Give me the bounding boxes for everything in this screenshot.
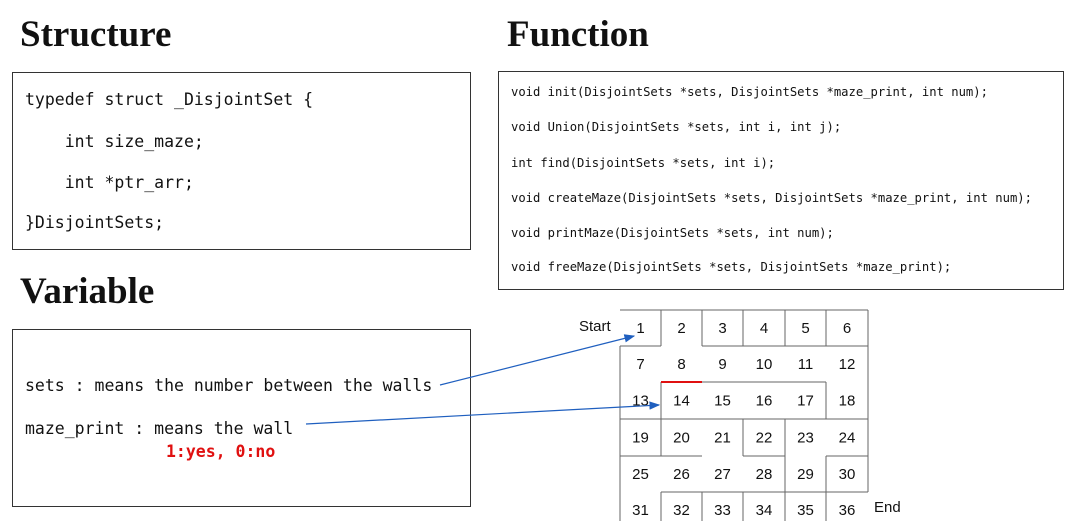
maze-cell-label: 2 [677,320,685,337]
sets-variable-line: sets : means the number between the wall… [25,376,433,395]
maze-cell-label: 17 [797,393,814,410]
sets-arrow [439,334,636,386]
structure-line: int *ptr_arr; [25,173,194,192]
maze-cell-label: 29 [797,466,814,483]
maze-cell-label: 15 [714,393,731,410]
maze-cell-label: 24 [839,430,856,447]
maze-cell-label: 14 [673,393,690,410]
function-line: void Union(DisjointSets *sets, int i, in… [511,120,842,134]
structure-line: }DisjointSets; [25,213,165,232]
maze-cell-label: 9 [718,356,726,373]
start-label: Start [579,318,612,335]
maze-cell-label: 30 [839,466,856,483]
maze-walls [619,309,869,521]
maze-cell-label: 25 [632,466,649,483]
variable-heading: Variable [20,271,155,312]
maze-cell-label: 5 [801,320,809,337]
maze-cell-label: 33 [714,502,731,519]
end-label: End [874,499,901,516]
maze-cell-label: 12 [839,356,856,373]
maze-print-variable-line: maze_print : means the wall [25,419,294,438]
maze-cell-label: 27 [714,466,731,483]
maze-cell-label: 10 [756,356,773,373]
structure-box: typedef struct _DisjointSet { int size_m… [12,72,471,250]
structure-line: int size_maze; [25,132,204,151]
function-line: void createMaze(DisjointSets *sets, Disj… [511,191,1032,205]
maze-cell-label: 26 [673,466,690,483]
maze-cell-label: 32 [673,502,690,519]
maze-print-legend: 1:yes, 0:no [166,442,276,461]
maze-cell-label: 13 [632,393,649,410]
maze-cell-label: 16 [756,393,773,410]
maze-print-arrow [305,401,661,425]
function-line: void printMaze(DisjointSets *sets, int n… [511,226,834,240]
maze-cell-label: 23 [797,430,814,447]
function-line: void freeMaze(DisjointSets *sets, Disjoi… [511,260,952,274]
maze-cell-label: 11 [798,356,814,373]
function-line: int find(DisjointSets *sets, int i); [511,156,776,170]
structure-line: typedef struct _DisjointSet { [25,90,314,109]
maze-cell-label: 22 [756,430,773,447]
maze-cell-label: 7 [636,356,644,373]
function-box: void init(DisjointSets *sets, DisjointSe… [498,71,1064,290]
function-line: void init(DisjointSets *sets, DisjointSe… [511,85,988,99]
structure-heading: Structure [20,14,172,55]
maze-cell-label: 1 [636,320,644,337]
maze-cell-label: 19 [632,430,649,447]
maze-cell-label: 21 [714,430,731,447]
maze-cell-label: 31 [632,502,649,519]
variable-box: sets : means the number between the wall… [12,329,471,507]
maze-cell-label: 6 [843,320,851,337]
maze-cell-label: 3 [718,320,726,337]
maze-cell-label: 34 [756,502,773,519]
function-heading: Function [507,14,649,55]
maze-cell-label: 20 [673,430,690,447]
maze-cell-label: 28 [756,466,773,483]
maze-cell-label: 8 [677,356,685,373]
maze-cell-label: 18 [839,393,856,410]
maze-cell-label: 4 [760,320,768,337]
maze-cell-label: 35 [797,502,814,519]
maze-cell-label: 36 [839,502,856,519]
